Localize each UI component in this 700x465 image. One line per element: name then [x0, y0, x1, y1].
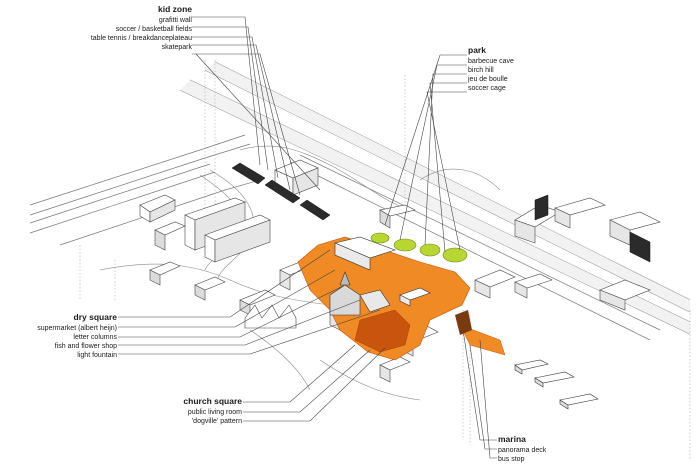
kid-zone-item: soccer / basketball fields [91, 25, 192, 34]
dry-square-item: fish and flower shop [37, 342, 117, 351]
park-title: park [468, 45, 514, 56]
dry-square-label: dry square supermarket (albert heijn) le… [37, 312, 117, 360]
marina-item: panorama deck [498, 446, 546, 455]
dry-square-item: supermarket (albert heijn) [37, 324, 117, 333]
park-label: park barbecue cave birch hill jeu de bou… [468, 45, 514, 93]
dry-square-item: light fountain [37, 351, 117, 360]
church-square-item: 'dogville' pattern [183, 417, 242, 426]
boats [515, 360, 598, 409]
kid-zone-title: kid zone [91, 4, 192, 15]
marina-title: marina [498, 434, 546, 445]
kid-zone-item: table tennis / breakdanceplateau [91, 34, 192, 43]
church-square-title: church square [183, 396, 242, 407]
dry-square-title: dry square [37, 312, 117, 323]
church-square-item: public living room [183, 408, 242, 417]
church-square-label: church square public living room 'dogvil… [183, 396, 242, 426]
marina-label: marina panorama deck bus stop [498, 434, 546, 464]
kid-zone-item: grafitti wall [91, 16, 192, 25]
park-item: barbecue cave [468, 57, 514, 66]
leader-lines [118, 17, 497, 458]
park-item: jeu de boulle [468, 75, 514, 84]
dry-square-item: letter columns [37, 333, 117, 342]
park-item: soccer cage [468, 84, 514, 93]
marina-item: bus stop [498, 455, 546, 464]
kid-zone-item: skatepark [91, 43, 192, 52]
kid-zone-label: kid zone grafitti wall soccer / basketba… [91, 4, 192, 52]
park-item: birch hill [468, 66, 514, 75]
